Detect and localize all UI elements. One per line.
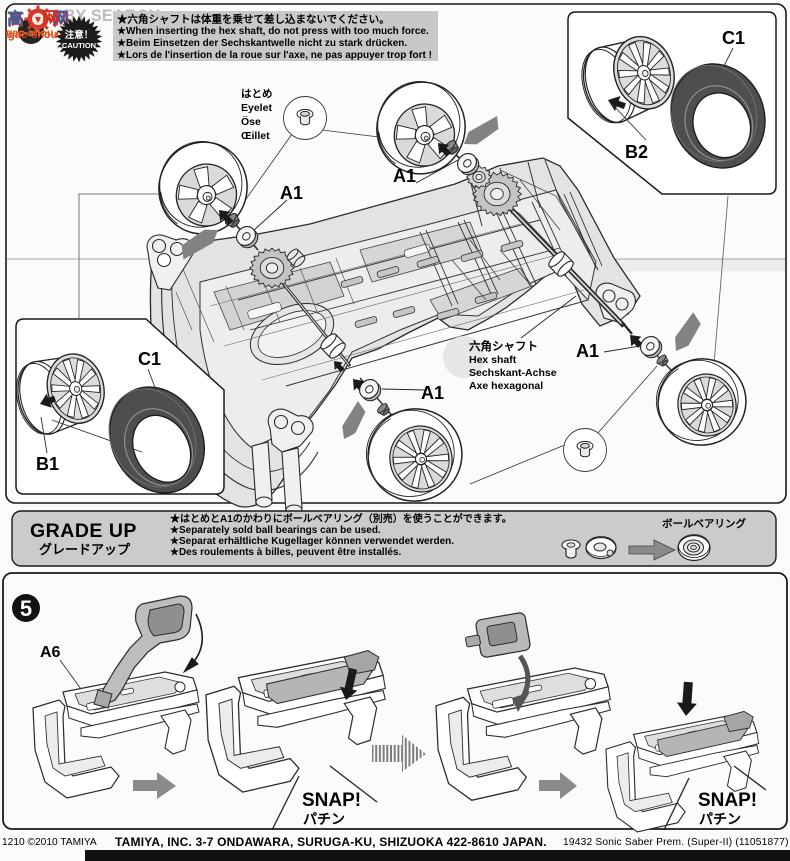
- svg-text:A1: A1: [576, 341, 599, 361]
- svg-text:六角シャフト: 六角シャフト: [469, 339, 538, 353]
- svg-text:Eyelet: Eyelet: [241, 102, 272, 114]
- svg-text:高: 高: [8, 9, 25, 29]
- svg-text:★Beim Einsetzen der Sechskantw: ★Beim Einsetzen der Sechskantwelle nicht…: [117, 38, 407, 49]
- svg-text:Sechskant-Achse: Sechskant-Achse: [469, 367, 557, 379]
- svg-text:★Lors de l'insertion de la rou: ★Lors de l'insertion de la roue sur l'ax…: [117, 50, 432, 61]
- svg-text:1210 ©2010 TAMIYA: 1210 ©2010 TAMIYA: [2, 837, 97, 848]
- svg-text:C1: C1: [138, 349, 161, 369]
- svg-text:TAMIYA, INC. 3-7 ONDAWARA, SU: TAMIYA, INC. 3-7 ONDAWARA, SURUGA-KU, SH…: [115, 835, 547, 849]
- svg-text:A1: A1: [421, 383, 444, 403]
- svg-text:★六角シャフトは体重を乗せて差し込まないでください。: ★六角シャフトは体重を乗せて差し込まないでください。: [117, 13, 390, 26]
- svg-text:Œillet: Œillet: [241, 130, 270, 142]
- svg-text:A1: A1: [280, 183, 303, 203]
- svg-text:Öse: Öse: [241, 115, 261, 128]
- svg-text:A1: A1: [393, 166, 416, 186]
- svg-text:SNAP!: SNAP!: [698, 790, 757, 811]
- svg-text:★When inserting the hex shaft,: ★When inserting the hex shaft, do not pr…: [117, 26, 429, 37]
- svg-text:5: 5: [20, 596, 32, 621]
- svg-text:B1: B1: [36, 454, 59, 474]
- svg-text:パチン: パチン: [699, 811, 741, 827]
- svg-text:★Separat erhältliche Kugellage: ★Separat erhältliche Kugellager können v…: [170, 536, 454, 547]
- svg-text:グレードアップ: グレードアップ: [39, 542, 131, 557]
- svg-text:Axe hexagonal: Axe hexagonal: [469, 380, 543, 392]
- svg-text:★Separately sold ball bearings: ★Separately sold ball bearings can be us…: [170, 525, 381, 536]
- svg-text:はとめ: はとめ: [241, 88, 273, 100]
- svg-text:パチン: パチン: [303, 811, 345, 827]
- svg-text:★はとめとA1のかわりにボールベアリング（別売）を使うことが: ★はとめとA1のかわりにボールベアリング（別売）を使うことができます。: [170, 512, 512, 525]
- svg-text:ボールベアリング: ボールベアリング: [662, 517, 746, 530]
- svg-text:C1: C1: [722, 28, 745, 48]
- svg-text:注意！: 注意！: [65, 29, 94, 41]
- svg-text:★Des roulements à billes, peuv: ★Des roulements à billes, peuvent être i…: [170, 547, 401, 558]
- svg-text:网: 网: [42, 9, 59, 28]
- svg-text:A6: A6: [40, 644, 61, 661]
- svg-text:Hex shaft: Hex shaft: [469, 354, 517, 366]
- svg-text:GRADE UP: GRADE UP: [30, 520, 137, 542]
- svg-text:19432 Sonic Saber Prem. (Supe: 19432 Sonic Saber Prem. (Super-II) (1105…: [563, 837, 789, 848]
- svg-text:B2: B2: [625, 142, 648, 162]
- svg-text:SNAP!: SNAP!: [302, 790, 361, 811]
- svg-text:CAUTION: CAUTION: [62, 41, 96, 50]
- svg-text:高: 高: [7, 8, 24, 28]
